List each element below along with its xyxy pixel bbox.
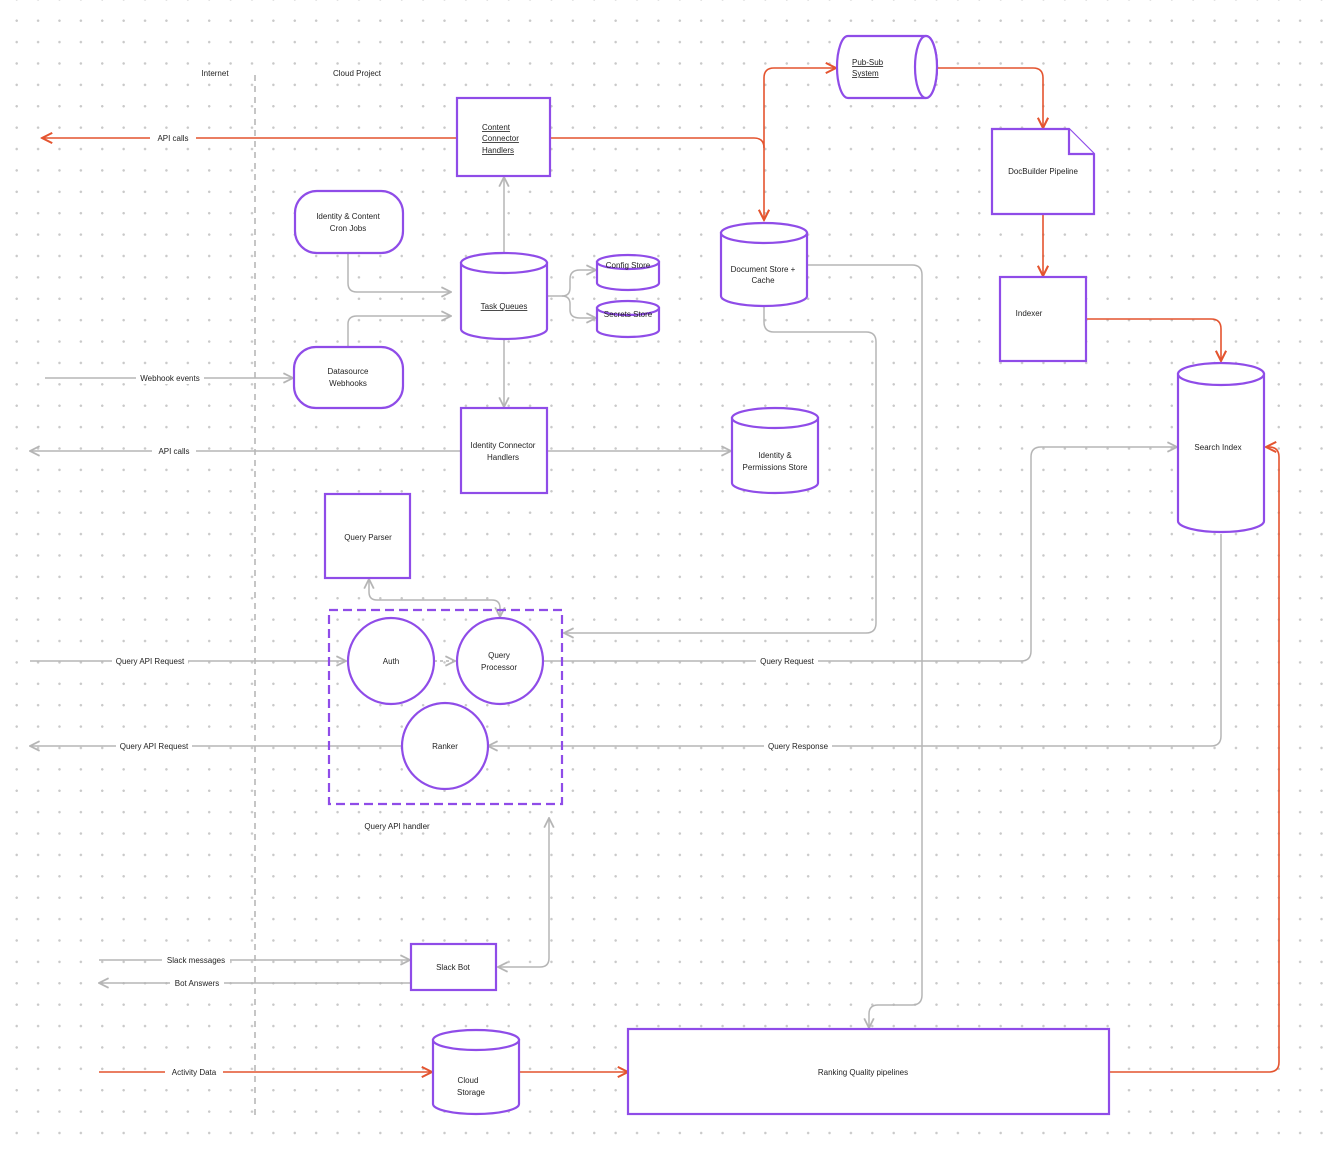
edge-taskqueues-to-config xyxy=(547,270,596,297)
identity-connector-label-1: Identity Connector xyxy=(471,441,536,450)
cron-label-2: Cron Jobs xyxy=(330,224,366,233)
config-store-label: Config Store xyxy=(606,261,651,270)
node-search-index[interactable]: Search Index xyxy=(1176,361,1266,534)
identity-store-label-2: Permissions Store xyxy=(743,463,808,472)
docstore-label-1: Document Store + xyxy=(731,265,796,274)
node-cloud-storage[interactable]: Cloud Storage xyxy=(431,1028,521,1116)
node-auth[interactable]: Auth xyxy=(346,616,436,706)
search-index-label: Search Index xyxy=(1194,443,1241,452)
node-content-connector[interactable]: Content Connector Handlers xyxy=(455,96,552,178)
node-config-store[interactable]: Config Store xyxy=(595,253,661,292)
query-processor-label-1: Query xyxy=(488,651,510,660)
node-ranker[interactable]: Ranker xyxy=(400,701,490,791)
connector-label-1: Content xyxy=(482,123,511,132)
pubsub-label-2: System xyxy=(852,69,879,78)
auth-label: Auth xyxy=(383,657,399,666)
edge-label-api-calls-top: API calls xyxy=(157,134,188,143)
docstore-label-2: Cache xyxy=(751,276,775,285)
ranker-label: Ranker xyxy=(432,742,458,751)
edge-label-query-request: Query Request xyxy=(760,657,815,666)
node-query-parser[interactable]: Query Parser xyxy=(323,492,412,580)
edge-label-activity-data: Activity Data xyxy=(172,1068,217,1077)
slack-bot-label: Slack Bot xyxy=(436,963,471,972)
node-document-store[interactable]: Document Store + Cache xyxy=(719,221,809,308)
webhooks-label-2: Webhooks xyxy=(329,379,367,388)
connector-label-2: Connector xyxy=(482,134,519,143)
edge-label-query-api-request-in: Query API Request xyxy=(116,657,185,666)
edge-pubsub-to-docbuilder xyxy=(938,67,1043,128)
edge-docstore-to-ranking xyxy=(807,264,923,1028)
edge-webhooks-to-taskqueues xyxy=(347,316,451,346)
edge-cron-to-taskqueues xyxy=(347,254,451,292)
node-ranking-pipelines[interactable]: Ranking Quality pipelines xyxy=(626,1027,1111,1116)
ranking-pipelines-label: Ranking Quality pipelines xyxy=(818,1068,908,1077)
edge-ranking-to-search xyxy=(1110,447,1280,1073)
edge-label-webhook-events: Webhook events xyxy=(140,374,199,383)
query-parser-label: Query Parser xyxy=(344,533,392,542)
zone-internet-label: Internet xyxy=(201,69,229,78)
edge-taskqueues-to-secrets xyxy=(561,295,596,318)
task-queues-label: Task Queues xyxy=(481,302,528,311)
edge-parser-processor xyxy=(369,579,500,617)
indexer-label: Indexer xyxy=(1016,309,1043,318)
edge-slack-to-queryapi xyxy=(498,818,549,967)
edge-connector-to-pubsub xyxy=(763,68,836,148)
zone-cloud-label: Cloud Project xyxy=(333,69,382,78)
node-indexer[interactable]: Indexer xyxy=(998,275,1088,363)
edge-label-api-calls-identity: API calls xyxy=(158,447,189,456)
pubsub-label-1: Pub-Sub xyxy=(852,58,884,67)
connector-label-3: Handlers xyxy=(482,146,514,155)
node-identity-connector[interactable]: Identity Connector Handlers xyxy=(459,406,549,495)
node-pubsub[interactable]: Pub-Sub System xyxy=(835,34,939,100)
node-query-processor[interactable]: Query Processor xyxy=(455,616,545,706)
node-task-queues[interactable]: Task Queues xyxy=(459,251,549,341)
edge-label-bot-answers: Bot Answers xyxy=(175,979,219,988)
node-cron-jobs[interactable]: Identity & Content Cron Jobs xyxy=(293,189,405,255)
identity-connector-label-2: Handlers xyxy=(487,453,519,462)
cloud-storage-label-2: Storage xyxy=(457,1088,486,1097)
edge-label-query-api-request-out: Query API Request xyxy=(120,742,189,751)
edge-query-request xyxy=(543,447,1177,662)
cloud-storage-label-1: Cloud xyxy=(458,1076,479,1085)
docbuilder-label: DocBuilder Pipeline xyxy=(1008,167,1078,176)
query-processor-label-2: Processor xyxy=(481,663,517,672)
edge-label-slack-messages: Slack messages xyxy=(167,956,225,965)
secrets-store-label: Secrets Store xyxy=(604,310,653,319)
cron-label-1: Identity & Content xyxy=(316,212,380,221)
edge-docstore-to-queryapi xyxy=(564,306,877,633)
edge-connector-to-docstore xyxy=(551,137,764,220)
node-slack-bot[interactable]: Slack Bot xyxy=(409,942,498,992)
node-docbuilder[interactable]: DocBuilder Pipeline xyxy=(990,127,1096,216)
query-api-handler-label: Query API handler xyxy=(364,822,430,831)
node-datasource-webhooks[interactable]: Datasource Webhooks xyxy=(292,345,405,410)
group-query-api-handler[interactable]: Query API handler xyxy=(327,608,564,831)
edge-query-response xyxy=(488,534,1222,746)
edge-indexer-to-search xyxy=(1086,318,1221,361)
edge-label-query-response: Query Response xyxy=(768,742,829,751)
webhooks-label-1: Datasource xyxy=(328,367,369,376)
identity-store-label-1: Identity & xyxy=(758,451,792,460)
node-identity-store[interactable]: Identity & Permissions Store xyxy=(730,406,820,495)
node-secrets-store[interactable]: Secrets Store xyxy=(595,299,661,339)
